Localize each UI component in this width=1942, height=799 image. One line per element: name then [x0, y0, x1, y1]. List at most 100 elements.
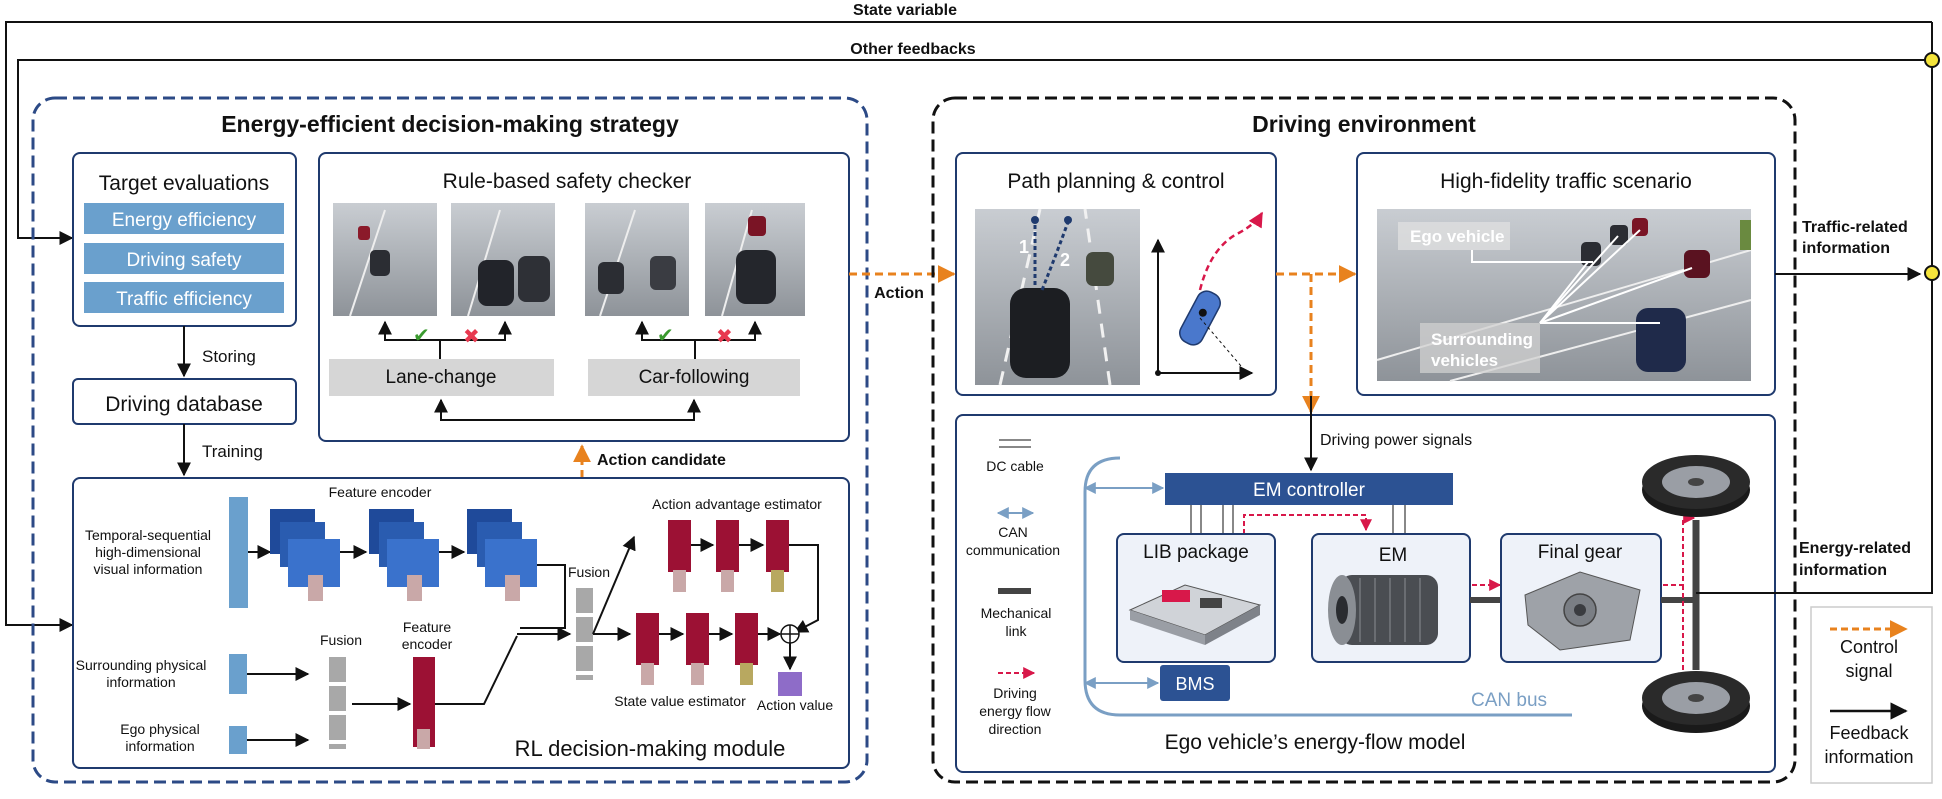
target-driving-safety: [84, 243, 284, 274]
power-signals-label: Driving power signals: [1320, 432, 1472, 449]
flow-gear-to-front-wheel: [1663, 512, 1696, 586]
cross-icon: ✖: [716, 324, 733, 348]
ego-input-bar: [229, 726, 247, 754]
ego-vehicle-label: Ego vehicle: [1410, 227, 1504, 246]
lane-change-label: Lane-change: [386, 367, 497, 388]
training-label: Training: [202, 442, 263, 461]
fusion-right-vector: [576, 588, 593, 680]
rl-module-title: RL decision-making module: [515, 736, 786, 761]
legend-dc-cable: DC cable: [986, 458, 1044, 474]
feedback-junction-right: [1924, 265, 1940, 281]
legend-feedback-label-1: Feedback: [1829, 723, 1909, 743]
wheel-icon: [1642, 671, 1750, 733]
car-following-check-arrows: [635, 320, 762, 362]
lane-2-label: 2: [1060, 250, 1070, 270]
feature-encoder-mid-label-1: Feature: [403, 619, 451, 635]
target-evaluations-title: Target evaluations: [99, 172, 269, 195]
surrounding-vehicle-pointers: [1539, 229, 1693, 324]
final-gear-label: Final gear: [1538, 542, 1623, 563]
lane-1-label: 1: [1019, 237, 1029, 257]
state-variable-label: State variable: [853, 2, 957, 19]
path-planning-title: Path planning & control: [1007, 170, 1224, 193]
legend-feedback-label-2: information: [1824, 747, 1913, 767]
legend-control-label-1: Control: [1840, 637, 1898, 657]
legend-can-2: communication: [966, 542, 1060, 558]
surrounding-info-label-1: Surrounding physical: [76, 657, 207, 673]
visual-info-label-2: high-dimensional: [95, 544, 201, 560]
advantage-estimator-blocks: [668, 520, 819, 633]
driving-database-label: Driving database: [105, 393, 263, 416]
vehicle-kinematics-plot: [1151, 211, 1264, 380]
cnn-encoder-stacks: [270, 509, 537, 601]
bms-label: BMS: [1175, 674, 1214, 694]
action-value-block: [778, 672, 802, 696]
ego-info-label-1: Ego physical: [120, 721, 199, 737]
legend-mech-1: Mechanical: [981, 605, 1052, 621]
em-label: EM: [1379, 545, 1408, 566]
target-driving-safety-label: Driving safety: [126, 250, 242, 271]
surrounding-info-label-2: information: [106, 674, 175, 690]
fusion-left-vector: [329, 657, 346, 749]
electric-motor-icon: [1328, 575, 1438, 645]
wheel-icon: [1642, 455, 1750, 517]
path-planning-scene: [975, 208, 1140, 386]
strategy-title: Energy-efficient decision-making strateg…: [221, 111, 679, 137]
cross-icon: ✖: [463, 324, 480, 348]
outer-legend: [1810, 606, 1933, 784]
safety-scene-thumbnails: [333, 203, 805, 317]
surrounding-vehicles-tag: [1420, 323, 1540, 373]
traffic-related-label-1: Traffic-related: [1802, 219, 1908, 236]
visual-info-label-3: visual information: [94, 561, 203, 577]
traffic-scenario-title: High-fidelity traffic scenario: [1440, 170, 1692, 193]
energy-model-legend: [996, 439, 1036, 679]
em-controller-box: [1165, 473, 1453, 505]
legend-can-1: CAN: [998, 524, 1028, 540]
action-candidate-split: [434, 398, 701, 421]
target-energy-efficiency-label: Energy efficiency: [112, 210, 257, 231]
legend-flow-2: energy flow: [979, 703, 1051, 719]
fusion-left-label: Fusion: [320, 632, 362, 648]
surrounding-vehicles-label-2: vehicles: [1431, 351, 1498, 370]
check-icon: ✔: [657, 323, 674, 347]
safety-checker-title: Rule-based safety checker: [443, 170, 692, 193]
action-label: Action: [874, 285, 924, 302]
feedback-junction-top: [1924, 52, 1940, 68]
advantage-estimator-label: Action advantage estimator: [652, 496, 822, 512]
legend-control-label-2: signal: [1845, 661, 1892, 681]
bms-box: [1160, 665, 1230, 701]
other-feedbacks-label: Other feedbacks: [850, 41, 975, 58]
visual-input-bar: [229, 497, 248, 608]
state-value-estimator-label: State value estimator: [614, 693, 746, 709]
check-icon: ✔: [413, 323, 430, 347]
target-energy-efficiency: [84, 203, 284, 234]
feature-encoder-top-label: Feature encoder: [329, 484, 432, 500]
strategy-panel: [31, 96, 869, 784]
target-traffic-efficiency-label: Traffic efficiency: [116, 289, 252, 310]
feature-encoder-mid-label-2: encoder: [402, 636, 453, 652]
target-traffic-efficiency: [84, 282, 284, 313]
storing-label: Storing: [202, 347, 256, 366]
state-value-estimator-blocks: [636, 613, 782, 685]
surrounding-vehicles-label-1: Surrounding: [1431, 330, 1533, 349]
em-controller-label: EM controller: [1253, 480, 1366, 501]
ego-info-label-2: information: [125, 738, 194, 754]
action-value-label: Action value: [757, 697, 833, 713]
feature-encoder-mid-block: [413, 657, 435, 747]
energy-feedback-line: [1696, 280, 1933, 594]
ego-vehicle-tag: [1398, 222, 1510, 250]
car-following-label: Car-following: [639, 367, 750, 388]
action-candidate-label: Action candidate: [597, 452, 726, 469]
energy-flow-title: Ego vehicle’s energy-flow model: [1165, 731, 1466, 754]
aggregation-node: [780, 624, 800, 671]
gearbox-icon: [1524, 571, 1641, 651]
environment-panel: [931, 96, 1797, 784]
can-bus-label: CAN bus: [1471, 690, 1547, 711]
environment-title: Driving environment: [1252, 111, 1476, 137]
car-following-box: [588, 359, 800, 396]
lane-change-box: [329, 359, 554, 396]
traffic-related-label-2: information: [1802, 240, 1890, 257]
visual-info-label-1: Temporal-sequential: [85, 527, 211, 543]
fusion-right-label: Fusion: [568, 564, 610, 580]
legend-flow-1: Driving: [993, 685, 1037, 701]
